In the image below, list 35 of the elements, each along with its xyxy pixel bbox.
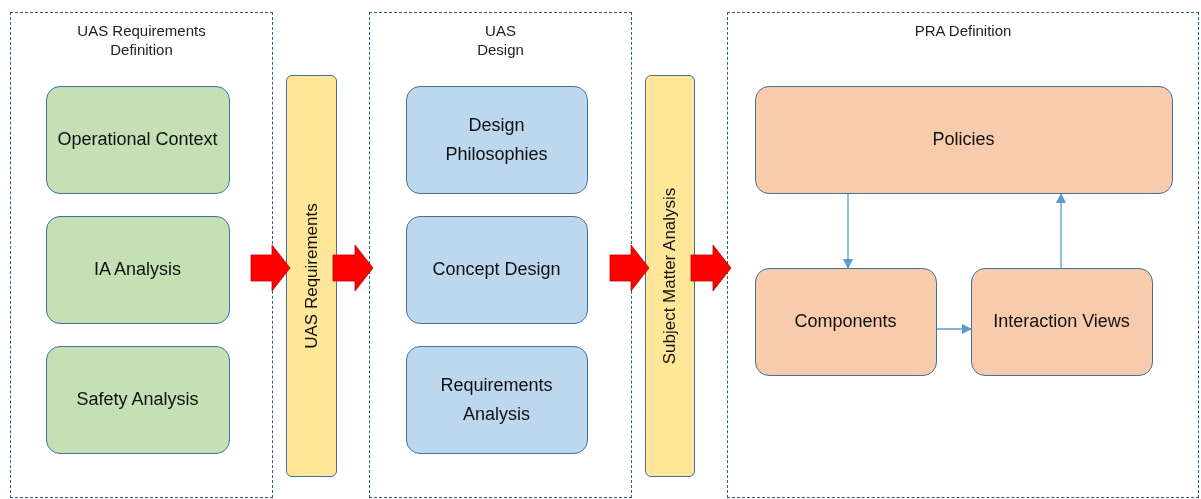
rounded-box [970, 267, 1153, 376]
dashed-group-frame [727, 12, 1199, 498]
dashed-group-frame [10, 12, 273, 498]
block-arrow [250, 244, 291, 292]
rounded-box [45, 85, 230, 194]
group-title: UAS Requirements Definition [76, 21, 207, 59]
rounded-box [754, 85, 1173, 194]
block-arrow [332, 244, 374, 292]
rounded-box [754, 267, 937, 376]
rounded-box [45, 345, 230, 454]
arrow [843, 193, 853, 269]
block-arrow [609, 244, 650, 292]
rounded-box [405, 85, 588, 194]
rounded-box [45, 215, 230, 324]
vertical-bar [645, 75, 695, 477]
box-label: Safety Analysis [76, 388, 199, 411]
box-label: IA Analysis [93, 258, 181, 281]
box-label: Requirements Analysis [439, 373, 554, 426]
arrow [936, 324, 972, 334]
rounded-box [405, 215, 588, 324]
group-title: UAS Design [476, 21, 525, 59]
box-label: Concept Design [432, 258, 561, 281]
bar-label: UAS Requirements [301, 203, 322, 349]
dashed-group-frame [369, 12, 632, 498]
rounded-box [405, 345, 588, 454]
box-label: Interaction Views [993, 310, 1130, 333]
arrow [1056, 193, 1066, 269]
group-title: PRA Definition [913, 21, 1013, 40]
box-label: Operational Context [57, 128, 218, 151]
vertical-bar [286, 75, 337, 477]
box-label: Policies [932, 128, 995, 151]
box-label: Components [794, 310, 897, 333]
block-arrow [690, 244, 732, 292]
bar-label: Subject Matter Analysis [660, 187, 680, 365]
box-label: Design Philosophies [444, 113, 549, 166]
